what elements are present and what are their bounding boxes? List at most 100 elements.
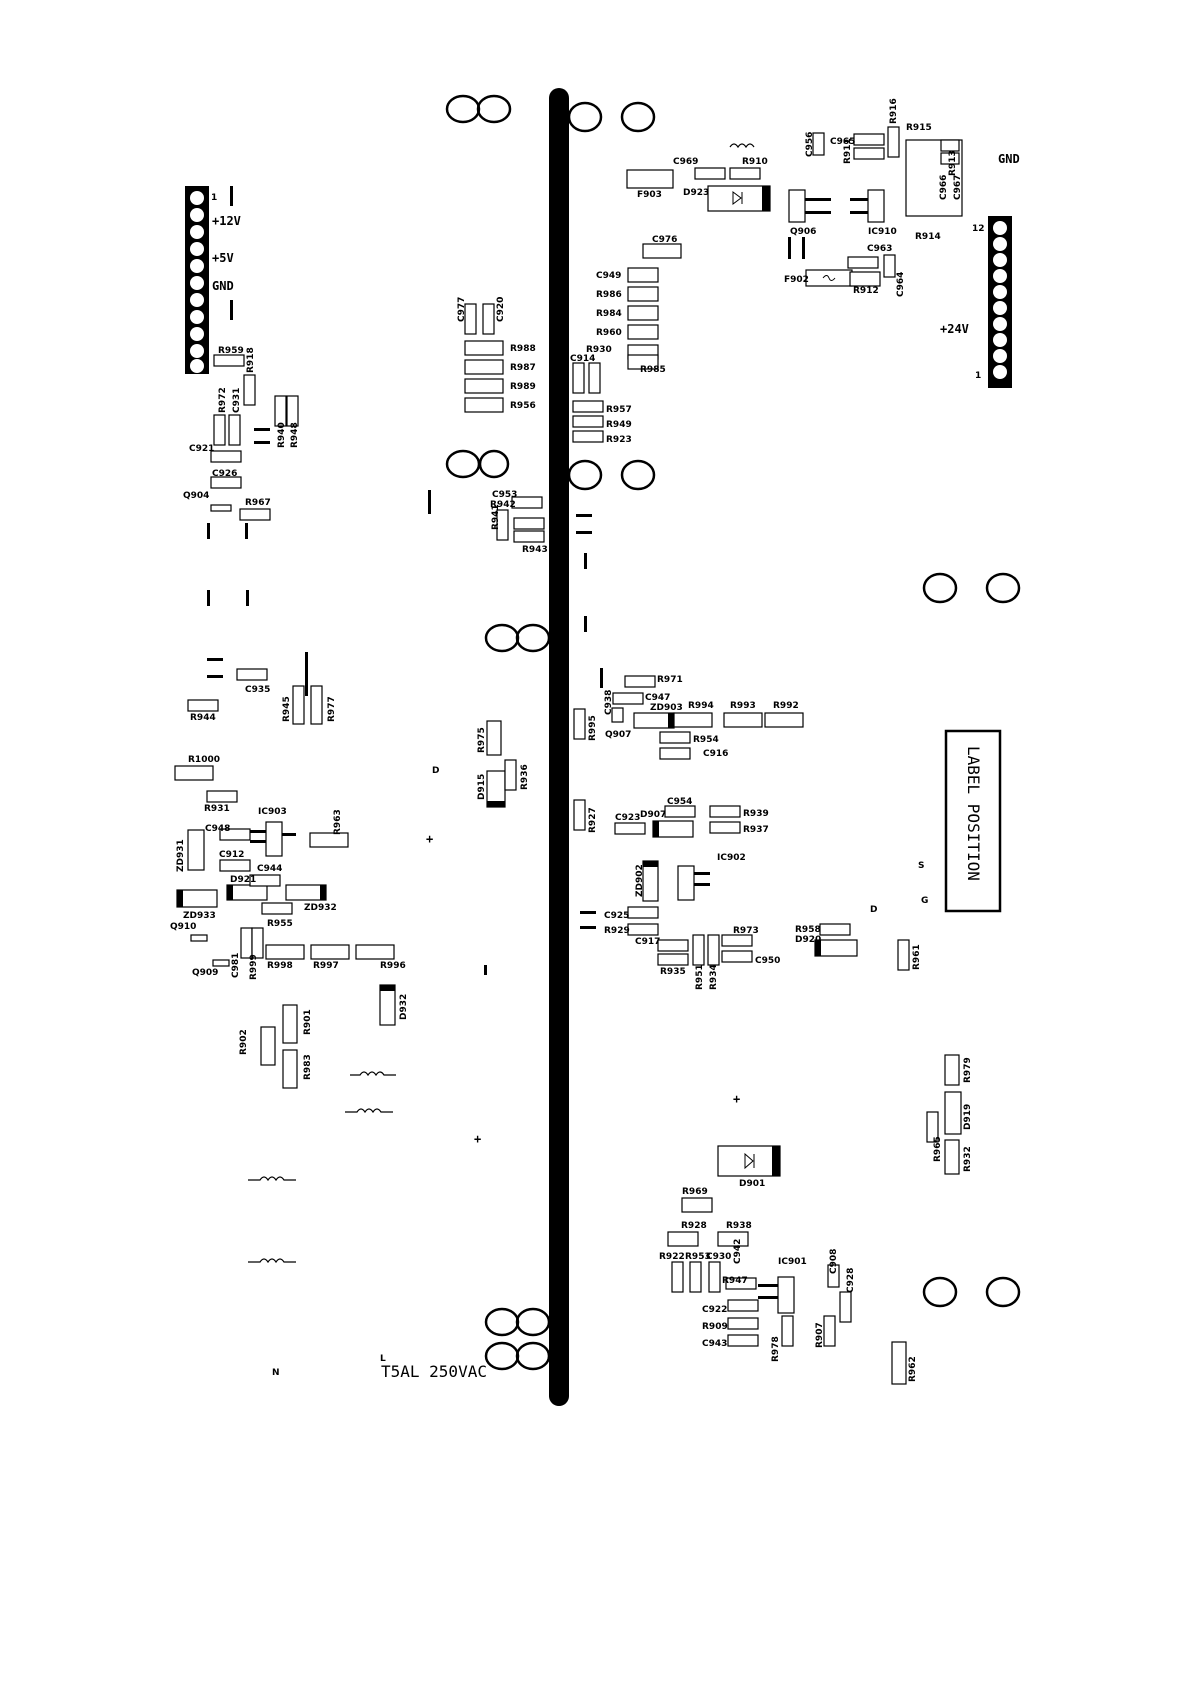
ref-c942: C942 [733, 1239, 743, 1264]
ref-r957: R957 [606, 405, 632, 415]
ref-r984: R984 [596, 309, 622, 319]
ref-q910: Q910 [170, 922, 196, 932]
ref-c917: C917 [635, 937, 660, 947]
ref-c969: C969 [673, 157, 698, 167]
ref-r951: R951 [695, 964, 705, 990]
ref-r975: R975 [477, 727, 487, 753]
ref-r936: R936 [520, 764, 530, 790]
label-position-box [944, 729, 1002, 913]
ref-ic903: IC903 [258, 807, 287, 817]
left-connector [185, 186, 209, 374]
ref-c920: C920 [496, 297, 506, 322]
ref-r947: R947 [722, 1276, 748, 1286]
ref-c923: C923 [615, 813, 640, 823]
right-connector [988, 216, 1012, 388]
ref-zd932: ZD932 [304, 903, 337, 913]
ref-r949: R949 [606, 420, 632, 430]
ref-c938: C938 [604, 690, 614, 715]
ref-r965: R965 [933, 1136, 943, 1162]
ref-r959: R959 [218, 346, 244, 356]
ref-r945: R945 [282, 696, 292, 722]
ref-c948: C948 [205, 824, 230, 834]
ref-r992: R992 [773, 701, 799, 711]
ref-r995: R995 [588, 715, 598, 741]
ref-r938: R938 [726, 1221, 752, 1231]
center-divider [549, 88, 569, 1406]
ref-r978: R978 [771, 1336, 781, 1362]
ref-r901: R901 [303, 1009, 313, 1035]
ref-r941: R941 [491, 504, 501, 530]
ref-zd902: ZD902 [635, 864, 645, 897]
ref-r988: R988 [510, 344, 536, 354]
label-gnd-left: GND [212, 279, 234, 293]
ref-c912: C912 [219, 850, 244, 860]
ref-r987: R987 [510, 363, 536, 373]
ref-c976: C976 [652, 235, 677, 245]
ref-r909: R909 [702, 1322, 728, 1332]
ref-r942: R942 [490, 500, 516, 510]
ref-c949: C949 [596, 271, 621, 281]
ref-r910: R910 [742, 157, 768, 167]
ref-r912: R912 [853, 286, 879, 296]
ref-d920: D920 [795, 935, 821, 945]
ref-c928: C928 [846, 1268, 856, 1293]
ref-f903: F903 [637, 190, 662, 200]
ref-r967: R967 [245, 498, 271, 508]
label-12v: +12V [212, 214, 241, 228]
ref-c977: C977 [457, 297, 467, 322]
ref-r915: R915 [906, 123, 932, 133]
right-connector-pin1: 1 [975, 371, 981, 381]
ref-r961: R961 [912, 944, 922, 970]
ref-c931: C931 [232, 388, 242, 413]
inductor-symbols [248, 143, 755, 1264]
mains-l-label: L [380, 1354, 386, 1364]
ref-c914: C914 [570, 354, 595, 364]
ref-r973: R973 [733, 926, 759, 936]
ref-r956: R956 [510, 401, 536, 411]
ref-c956: C956 [805, 132, 815, 157]
ref-r960: R960 [596, 328, 622, 338]
fuse-f903 [626, 169, 674, 189]
ref-r931: R931 [204, 804, 230, 814]
ref-r948: R948 [290, 422, 300, 448]
ref-r953: R953 [685, 1252, 711, 1262]
ref-r944: R944 [190, 713, 216, 723]
ref-d901: D901 [739, 1179, 765, 1189]
right-connector-pin12: 12 [972, 224, 985, 234]
plus-mark-1: + [426, 832, 433, 846]
ref-r969: R969 [682, 1187, 708, 1197]
plus-mark-3: + [733, 1092, 740, 1106]
ref-ic910: IC910 [868, 227, 897, 237]
ref-r994: R994 [688, 701, 714, 711]
ref-q906: Q906 [790, 227, 816, 237]
ref-q904: Q904 [183, 491, 209, 501]
label-gnd-right: GND [998, 152, 1020, 166]
ref-r996: R996 [380, 961, 406, 971]
ref-zd931: ZD931 [176, 839, 186, 872]
ref-r972: R972 [218, 387, 228, 413]
s-mark-1: S [918, 861, 924, 871]
ref-r918: R918 [246, 347, 256, 373]
ref-r943: R943 [522, 545, 548, 555]
ref-r985: R985 [640, 365, 666, 375]
ref-c926: C926 [212, 469, 237, 479]
ref-r911: R911 [843, 138, 853, 164]
ref-r914: R914 [915, 232, 941, 242]
ref-r971: R971 [657, 675, 683, 685]
d-mark-2: D [870, 905, 877, 915]
ref-r954: R954 [693, 735, 719, 745]
ref-r998: R998 [267, 961, 293, 971]
ref-r927: R927 [588, 807, 598, 833]
ref-c967: C967 [953, 175, 963, 200]
ref-r916: R916 [889, 98, 899, 124]
ref-c925: C925 [604, 911, 629, 921]
ref-r929: R929 [604, 926, 630, 936]
ref-d919: D919 [963, 1104, 973, 1130]
ref-c916: C916 [703, 749, 728, 759]
ref-q907: Q907 [605, 730, 631, 740]
ref-r989: R989 [510, 382, 536, 392]
ref-r955: R955 [267, 919, 293, 929]
ref-r935: R935 [660, 967, 686, 977]
ref-d923: D923 [683, 188, 709, 198]
ref-ic902: IC902 [717, 853, 746, 863]
